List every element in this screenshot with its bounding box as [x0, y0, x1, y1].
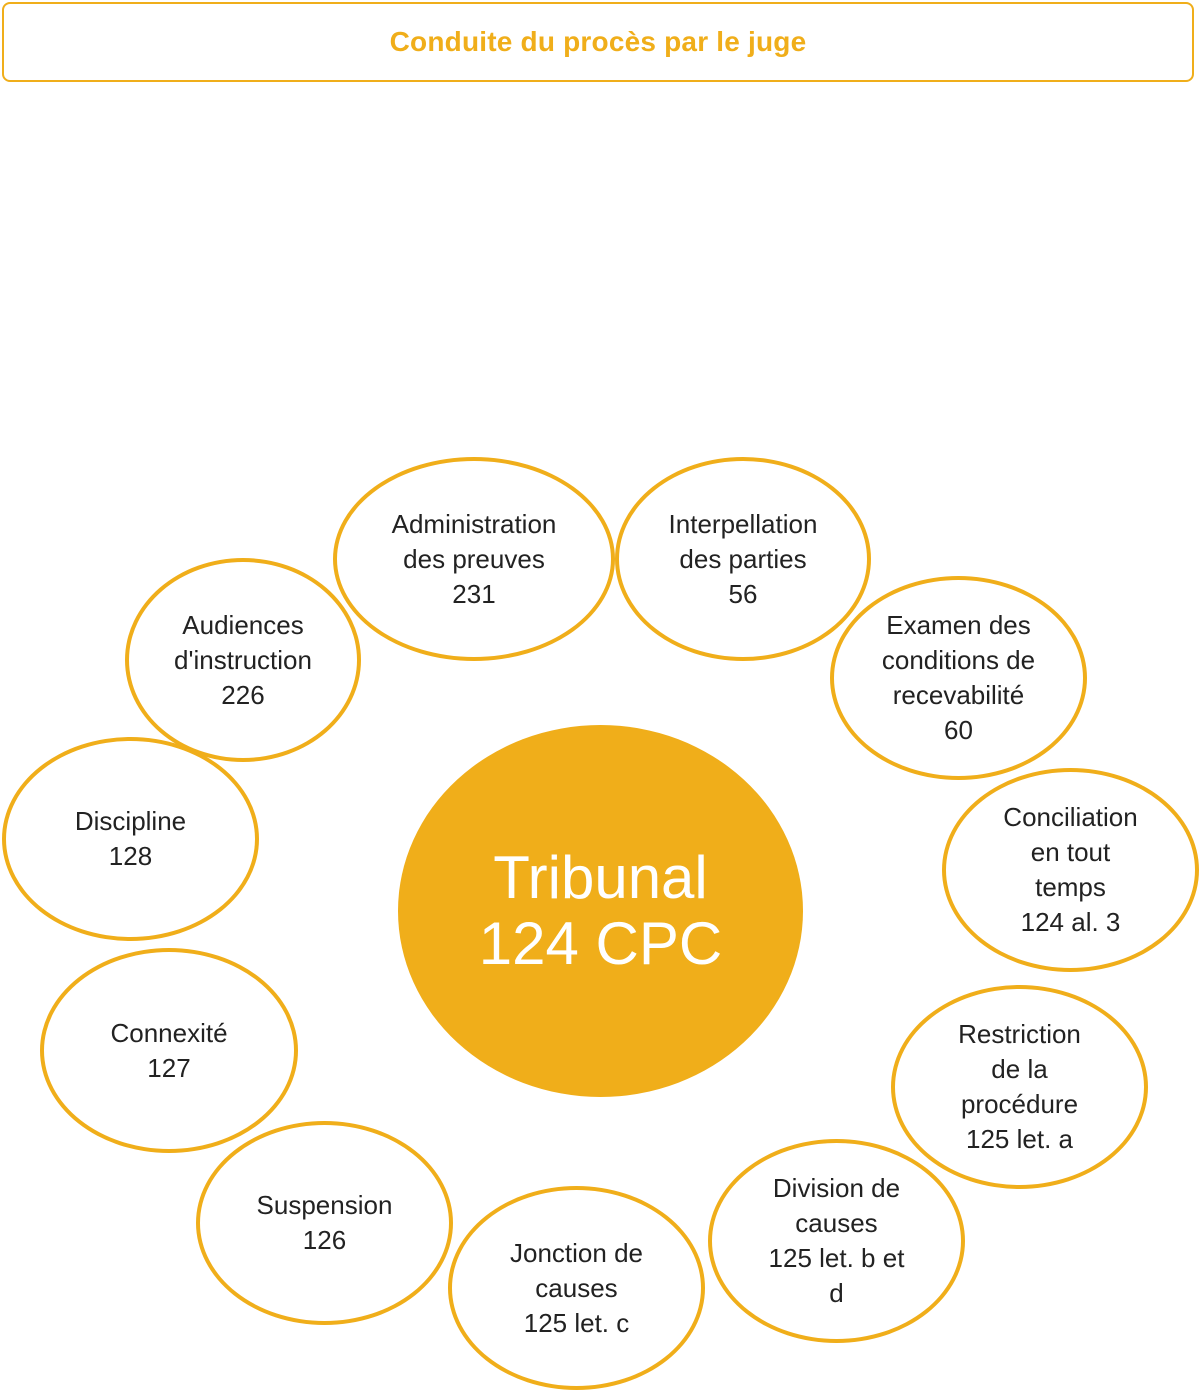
center-line-2: 124 CPC: [478, 910, 723, 977]
node-division-causes: Division de causes 125 let. b et d: [708, 1139, 965, 1343]
node-line: 125 let. b et: [768, 1243, 905, 1273]
node-line: temps: [1035, 872, 1106, 902]
node-restriction-procedure: Restriction de la procédure 125 let. a: [891, 985, 1148, 1189]
node-suspension: Suspension 126: [196, 1121, 453, 1325]
node-connexite: Connexité 127: [40, 948, 298, 1153]
node-line: 128: [108, 841, 153, 871]
node-line: 125 let. c: [523, 1307, 630, 1338]
node-line: Connexité: [110, 1017, 228, 1048]
node-jonction-causes: Jonction de causes 125 let. c: [448, 1186, 705, 1390]
node-line: causes: [795, 1208, 878, 1238]
node-line: causes: [535, 1272, 618, 1303]
node-discipline: Discipline 128: [2, 737, 259, 941]
title-box: Conduite du procès par le juge: [2, 2, 1194, 82]
node-line: de la: [991, 1054, 1048, 1084]
node-line: des preuves: [403, 543, 545, 574]
node-line: 226: [221, 679, 265, 710]
node-line: 124 al. 3: [1020, 907, 1121, 937]
node-line: Division de: [772, 1173, 901, 1203]
node-line: Suspension: [256, 1190, 393, 1220]
center-line-1: Tribunal: [493, 844, 708, 911]
node-line: 56: [728, 578, 758, 609]
node-line: en tout: [1030, 837, 1111, 867]
node-line: Administration: [391, 508, 557, 539]
node-line: procédure: [960, 1089, 1079, 1119]
node-line: conditions de: [881, 645, 1036, 675]
node-line: d: [829, 1278, 844, 1308]
node-line: 125 let. a: [966, 1124, 1073, 1154]
center-node-tribunal: Tribunal 124 CPC: [398, 725, 803, 1097]
node-line: d'instruction: [174, 644, 312, 675]
node-conciliation: Conciliation en tout temps 124 al. 3: [942, 768, 1199, 972]
page-title: Conduite du procès par le juge: [389, 26, 807, 57]
node-line: Examen des: [886, 610, 1031, 640]
node-line: 127: [147, 1052, 191, 1083]
node-audiences-instruction: Audiences d'instruction 226: [125, 558, 361, 762]
node-examen-recevabilite: Examen des conditions de recevabilité 60: [830, 576, 1087, 780]
node-interpellation-parties: Interpellation des parties 56: [615, 457, 871, 661]
node-line: Restriction: [958, 1019, 1081, 1049]
node-line: recevabilité: [892, 680, 1025, 710]
node-line: Jonction de: [510, 1237, 643, 1268]
node-line: Interpellation: [668, 508, 818, 539]
node-line: Audiences: [182, 609, 304, 640]
node-line: Conciliation: [1003, 802, 1138, 832]
node-line: 126: [302, 1225, 347, 1255]
node-line: des parties: [679, 543, 807, 574]
node-line: 60: [944, 715, 973, 745]
node-administration-preuves: Administration des preuves 231: [333, 457, 615, 661]
node-line: Discipline: [74, 806, 187, 836]
node-line: 231: [452, 578, 496, 609]
